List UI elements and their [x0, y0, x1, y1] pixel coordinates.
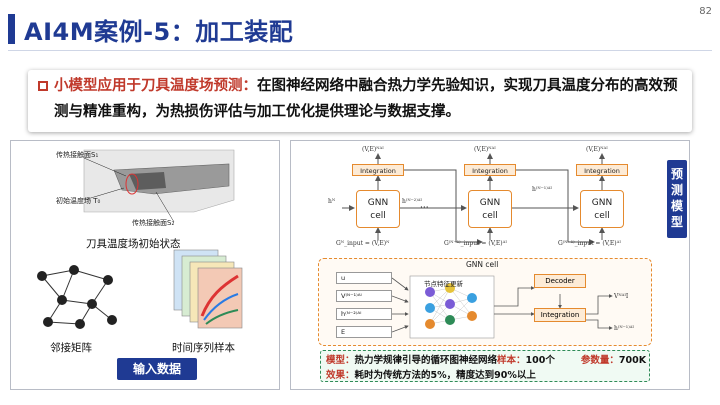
out-h: h⁽ᴺ⁻¹⁾ᴬᴵ	[614, 325, 634, 332]
sample-value: 100个	[525, 355, 555, 366]
gnn-cell-network	[392, 275, 613, 339]
integration-inner-block: Integration	[534, 308, 586, 322]
out-v: VᴺᴬᴵI	[614, 293, 629, 300]
model-label: 模型：	[326, 355, 355, 366]
math-out-0: (V,E)ᴺᴬᴵ	[362, 146, 384, 153]
input-h: h⁽ᴺ⁻²⁾ᴬᴵ	[336, 308, 392, 320]
param-label: 参数量：	[580, 355, 619, 366]
page-title: AI4M案例-5：加工装配	[24, 18, 294, 46]
ellipsis: ···	[420, 203, 429, 213]
effect-text: 耗时为传统方法的5%，精度达到90%以上	[354, 370, 536, 381]
gnn-chain-connectors	[342, 153, 605, 245]
math-h0: hᴺ	[328, 198, 336, 205]
math-h1: h⁽ᴺ⁻²⁾ᴬᴵ	[402, 198, 422, 205]
callout-body: 在图神经网络中融合热力学先验知识，实现刀具温度分布的高效预测与精准重构，为热损伤…	[54, 78, 678, 120]
sample-label: 样本：	[497, 355, 526, 366]
input-e: E	[336, 326, 392, 338]
math-h2: h⁽ᴺ⁻¹⁾ᴬᴵ	[532, 186, 552, 193]
callout-card	[28, 70, 692, 132]
param-value: 700K	[618, 355, 647, 366]
caption-adjacency: 邻接矩阵	[50, 342, 92, 354]
input-data-button[interactable]: 输入数据	[117, 358, 197, 380]
title-accent-bar	[8, 14, 15, 44]
prediction-model-label: 预测模型	[667, 160, 687, 238]
caption-tool-state: 刀具温度场初始状态	[86, 238, 181, 250]
input-v: V⁽ᴺ⁻¹⁾ᴬᴵ	[336, 290, 392, 302]
integration-block-3: Integration	[576, 164, 628, 176]
effect-label: 效果：	[326, 370, 355, 381]
integration-block-2: Integration	[464, 164, 516, 176]
model-info-box	[320, 350, 650, 382]
effect-info-line: 效果：耗时为传统方法的5%，精度达到90%以上	[326, 367, 536, 381]
math-in-0: Gᴺ_input = (V,E)ᴺ	[336, 240, 390, 247]
model-panel	[290, 140, 690, 390]
header-divider	[8, 50, 712, 51]
adjacency-graph-illustration	[37, 265, 117, 329]
math-in-1: G⁽ᴺ⁻¹⁾_input = (V,E)ᴬᴵ	[444, 240, 507, 247]
label-contact-s2: 传热接触面S₂	[132, 219, 175, 227]
math-out-1: (V,E)ᴺᴬᴵ	[474, 146, 496, 153]
caption-samples: 时间序列样本	[172, 342, 235, 354]
tool-model-illustration	[83, 149, 235, 223]
decoder-block: Decoder	[534, 274, 586, 288]
math-in-2: G⁽ᴺ⁻¹⁾_input = (V,E)ᴬᴵ	[558, 240, 621, 247]
bullet-square-icon	[38, 81, 48, 91]
integration-block-1: Integration	[352, 164, 404, 176]
callout-text: 小模型应用于刀具温度场预测：在图神经网络中融合热力学先验知识，实现刀具温度分布的…	[54, 73, 684, 125]
feature-update-title: 节点特征更新	[424, 280, 463, 288]
label-contact-s1: 传热接触面S₁	[56, 151, 99, 159]
label-initial-temp: 初始温度场 T₀	[56, 197, 101, 205]
model-info-line: 模型：热力学规律引导的循环图神经网络样本：100个 参数量：700K	[326, 352, 646, 366]
input-panel	[10, 140, 280, 390]
model-text: 热力学规律引导的循环图神经网络	[354, 355, 498, 366]
input-u: u	[336, 272, 392, 284]
page-number: 82	[699, 6, 712, 17]
callout-highlight: 小模型应用于刀具温度场预测：	[54, 78, 257, 94]
gnn-cell-title: GNN cell	[466, 260, 499, 269]
math-out-2: (V,E)ᴺᴬᴵ	[586, 146, 608, 153]
time-series-samples-illustration	[173, 249, 243, 329]
